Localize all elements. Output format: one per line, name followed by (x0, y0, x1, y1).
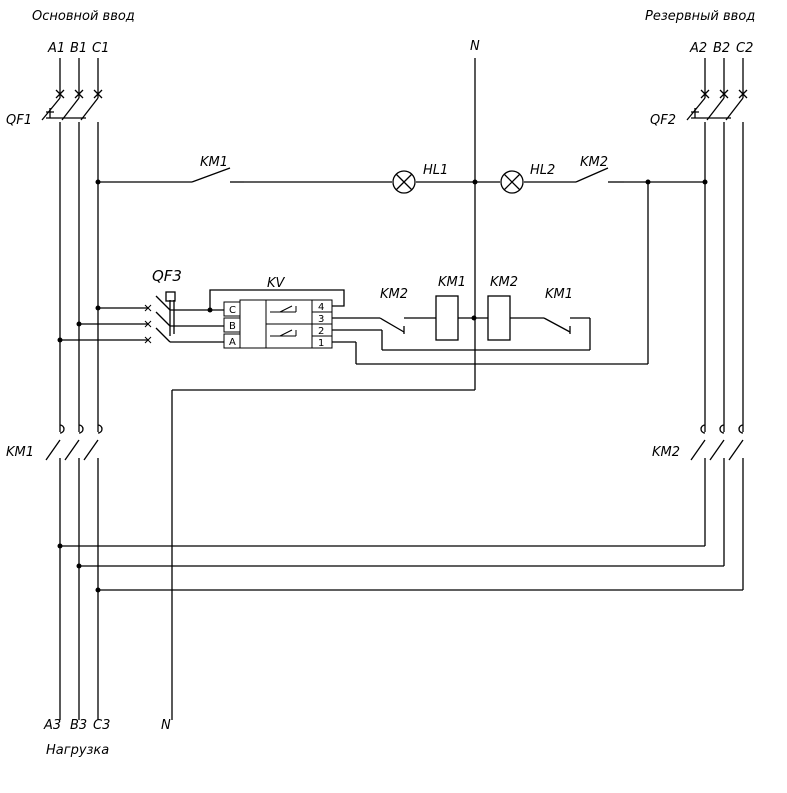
reserve-to-load-wires (57, 543, 743, 593)
relay-label-kv: KV (267, 276, 286, 291)
load-neutral-label: N (161, 718, 171, 733)
lamp-hl1 (392, 170, 416, 194)
relay-terminal-2: 2 (318, 326, 324, 337)
contact-label-km1-top: KM1 (200, 155, 228, 170)
main-input-title: Основной ввод (32, 9, 135, 24)
load-phase-b3: B3 (70, 718, 87, 733)
lamp-label-hl1: HL1 (423, 163, 448, 178)
relay-terminal-4: 4 (318, 302, 324, 313)
neutral-label-top: N (470, 39, 480, 54)
load-phase-a3: A3 (43, 718, 61, 733)
reserve-input-title: Резервный ввод (645, 9, 755, 24)
contactor-label-km1: KM1 (6, 445, 34, 460)
coil-row-label-km2-contact: KM2 (380, 287, 408, 302)
neutral-wire (171, 58, 478, 720)
coil-row-label-km2-coil: KM2 (490, 275, 518, 290)
signal-line (95, 167, 708, 185)
phase-label-a1: A1 (47, 41, 65, 56)
lamp-label-hl2: HL2 (530, 163, 555, 178)
relay-terminal-3: 3 (318, 314, 324, 325)
phase-label-b2: B2 (713, 41, 730, 56)
reserve-input-phase-wires (686, 58, 748, 590)
breaker-label-qf1: QF1 (6, 113, 32, 128)
main-input-phase-wires (41, 58, 103, 720)
coil-row-label-km1-contact: KM1 (545, 287, 573, 302)
relay-input-c: C (229, 305, 236, 316)
breaker-label-qf2: QF2 (650, 113, 676, 128)
phase-label-c1: C1 (92, 41, 109, 56)
qf3-breaker (57, 291, 224, 344)
lamp-hl2 (500, 170, 524, 194)
coil-row-label-km1-coil: KM1 (438, 275, 466, 290)
contactor-label-km2: KM2 (652, 445, 680, 460)
interlock-circuit (332, 182, 649, 365)
relay-input-b: B (229, 321, 236, 332)
load-phase-c3: C3 (93, 718, 110, 733)
relay-terminal-1: 1 (318, 338, 324, 349)
relay-kv (207, 289, 345, 349)
breaker-label-qf3: QF3 (152, 267, 182, 285)
phase-label-b1: B1 (70, 41, 87, 56)
load-title: Нагрузка (46, 743, 109, 758)
contact-label-km2-top: KM2 (580, 155, 608, 170)
relay-input-a: A (229, 337, 236, 348)
phase-label-a2: A2 (689, 41, 707, 56)
phase-label-c2: C2 (736, 41, 753, 56)
